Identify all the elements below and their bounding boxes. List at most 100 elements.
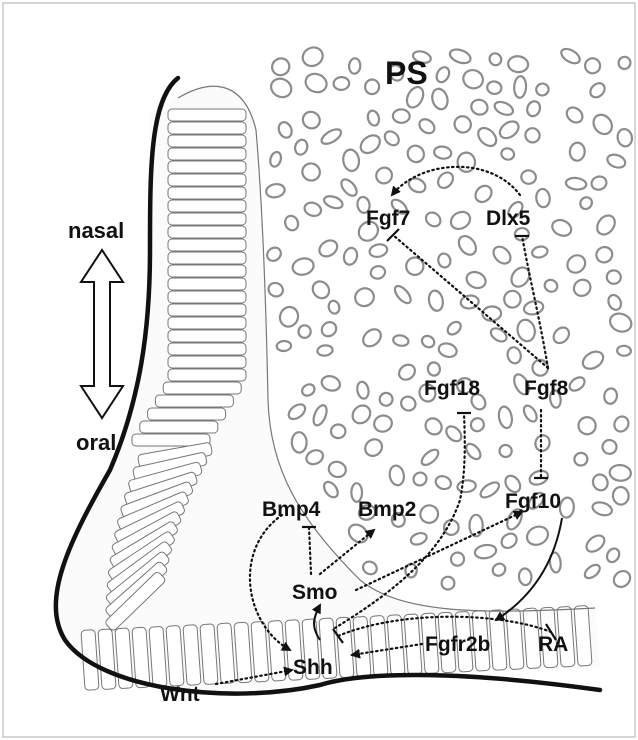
mesenchyme-cell <box>605 269 622 285</box>
mesenchyme-cell <box>434 474 453 491</box>
mesenchyme-cell <box>617 345 631 356</box>
mesenchyme-cell <box>283 214 300 233</box>
mesenchyme-cell <box>550 217 574 238</box>
mesenchyme-cell <box>590 111 616 138</box>
mesenchyme-cell <box>448 208 473 232</box>
mesenchyme-cell <box>525 99 542 118</box>
mesenchyme-cell <box>582 562 602 580</box>
gene-dlx5: Dlx5 <box>486 207 531 230</box>
mesenchyme-cell <box>616 128 634 148</box>
mesenchyme-cell <box>584 57 602 75</box>
mesenchyme-cell <box>327 460 348 480</box>
mesenchyme-cell <box>571 276 594 299</box>
mesenchyme-cell <box>317 345 333 357</box>
mesenchyme-cell <box>498 443 514 459</box>
mesenchyme-cell <box>448 47 472 66</box>
epithelial-cell <box>168 109 246 121</box>
mesenchyme-cell <box>440 575 456 591</box>
mesenchyme-cell <box>338 177 359 199</box>
epithelial-cell <box>148 408 226 420</box>
mesenchyme-cell <box>349 402 374 427</box>
epithelial-cell <box>168 369 246 381</box>
mesenchyme-cell <box>427 289 444 312</box>
mesenchyme-cell <box>607 311 634 335</box>
mesenchyme-cell <box>396 362 418 383</box>
nasal-oral-double-arrow <box>81 250 123 418</box>
mesenchyme-cell <box>298 325 311 338</box>
mesenchyme-cell <box>590 175 608 192</box>
mesenchyme-cell <box>463 441 483 461</box>
mesenchyme-cell <box>583 532 607 555</box>
epithelial-cell <box>168 343 246 355</box>
mesenchyme-cell <box>486 80 502 95</box>
epithelial-cell <box>168 226 246 238</box>
mesenchyme-cell <box>575 414 599 438</box>
mesenchyme-cell <box>602 439 618 454</box>
mesenchyme-cell <box>333 77 349 91</box>
mesenchyme-cell <box>361 559 379 576</box>
mesenchyme-cell <box>293 138 309 156</box>
mesenchyme-cell <box>606 152 627 170</box>
mesenchyme-cell <box>533 433 551 452</box>
epithelial-cell <box>168 265 246 277</box>
mesenchyme-cell <box>605 546 622 564</box>
mesenchyme-cell <box>487 51 503 68</box>
epithelial-cell <box>168 122 246 134</box>
mesenchyme-cell <box>435 170 456 191</box>
mesenchyme-cell <box>369 265 386 281</box>
mesenchyme-cell <box>368 243 388 259</box>
epithelial-cell <box>168 239 246 251</box>
epithelial-cell <box>163 382 241 394</box>
mesenchyme-cell <box>443 424 464 445</box>
mesenchyme-cell <box>455 233 479 258</box>
mesenchyme-cell <box>357 132 383 157</box>
mesenchyme-cell <box>319 126 343 146</box>
epithelial-cell <box>168 161 246 173</box>
mesenchyme-cell <box>362 436 386 459</box>
epithelial-cell <box>168 317 246 329</box>
epithelial-cell <box>168 174 246 186</box>
mesenchyme-cell <box>588 80 608 100</box>
mesenchyme-cell <box>497 118 522 141</box>
mesenchyme-cell <box>514 76 527 98</box>
mesenchyme-cell <box>276 341 291 352</box>
mesenchyme-cell <box>399 394 419 413</box>
mesenchyme-cell <box>321 479 340 500</box>
mesenchyme-cell <box>506 346 523 365</box>
mesenchyme-cell <box>474 543 497 560</box>
mesenchyme-cell <box>437 252 452 269</box>
mesenchyme-cell <box>521 403 539 423</box>
mesenchyme-cell <box>372 413 394 434</box>
mesenchyme-cell <box>360 326 384 350</box>
epithelial-cell <box>168 148 246 160</box>
mesenchyme-cell <box>461 67 486 91</box>
mesenchyme-cell <box>469 98 489 117</box>
mesenchyme-cell <box>518 568 532 586</box>
label-oral: oral <box>76 430 116 455</box>
mesenchyme-cell <box>286 401 308 422</box>
mesenchyme-cell <box>342 149 361 173</box>
mesenchyme-cell <box>567 375 587 394</box>
gene-fgf18: Fgf18 <box>424 377 480 400</box>
mesenchyme-cell <box>266 281 285 299</box>
mesenchyme-cell <box>411 470 429 488</box>
gene-fgfr2b: Fgfr2b <box>425 633 490 656</box>
bar-fgf7 <box>387 229 399 241</box>
mesenchyme-cell <box>382 129 402 148</box>
mesenchyme-cell <box>603 387 618 404</box>
mesenchyme-cell <box>417 502 441 526</box>
mesenchyme-cell <box>504 290 521 308</box>
mesenchyme-cell <box>594 245 615 265</box>
gene-smo: Smo <box>292 581 338 604</box>
mesenchyme-cell <box>590 472 610 492</box>
mesenchyme-cell <box>464 269 488 291</box>
mesenchyme-cell <box>594 212 619 238</box>
mesenchyme-cell <box>434 65 451 84</box>
mesenchyme-cell <box>490 561 507 578</box>
mesenchyme-cell <box>311 403 329 427</box>
mesenchyme-cell <box>430 87 450 111</box>
mesenchyme-cell <box>522 125 542 145</box>
mesenchyme-cell <box>500 147 516 161</box>
epithelial-cell <box>168 330 246 342</box>
